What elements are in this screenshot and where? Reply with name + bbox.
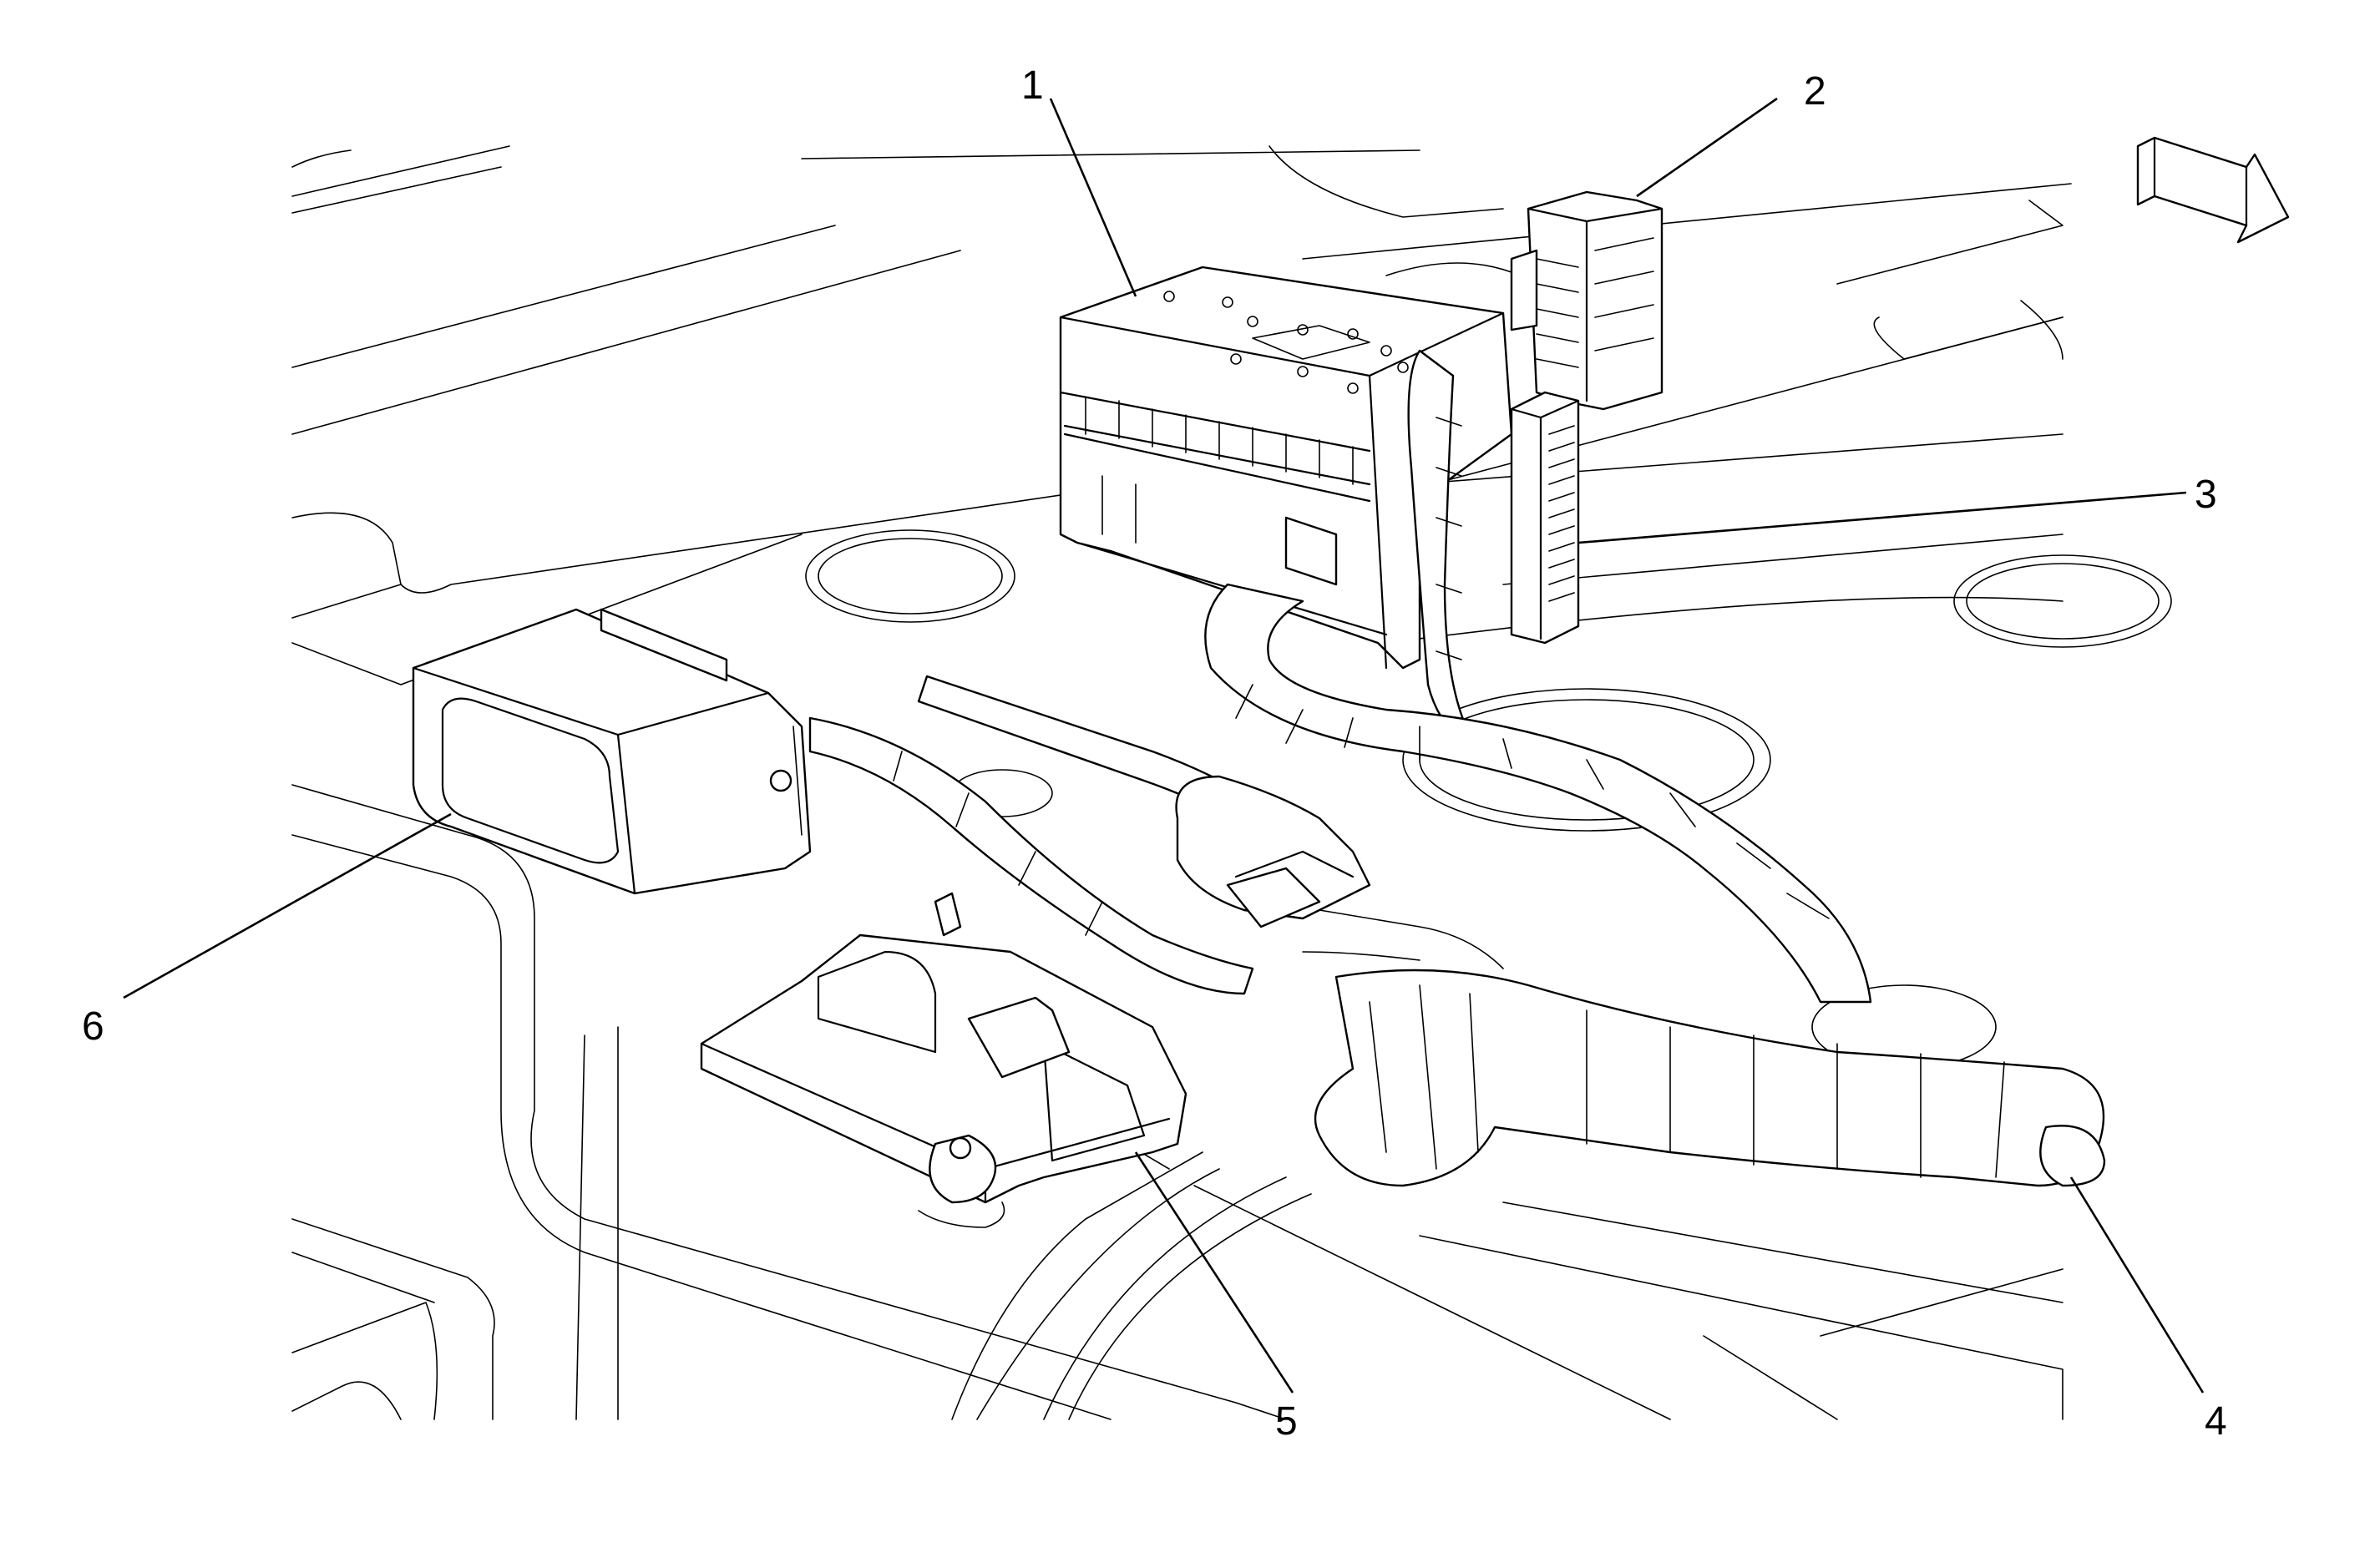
wiring-harness [808, 349, 2106, 1187]
callout-1: 1 [1021, 63, 1044, 108]
callout-2: 2 [1804, 69, 1826, 114]
leader-4 [2069, 1176, 2205, 1394]
fuse-block-slots [1085, 396, 1354, 544]
connector-lower [1510, 391, 1580, 645]
leader-2 [1636, 97, 1778, 198]
fuse-block-component [1059, 266, 1513, 670]
leader-1 [1049, 98, 1137, 297]
module-component [700, 892, 1187, 1228]
callout-6: 6 [82, 1004, 104, 1049]
callouts: 1 2 3 4 5 6 [82, 63, 2227, 1444]
leader-6 [123, 812, 452, 999]
leader-3 [1577, 491, 2187, 544]
large-connector [412, 608, 812, 895]
front-direction-arrow-icon [2136, 136, 2290, 244]
callout-3: 3 [2195, 473, 2217, 517]
callout-5: 5 [1275, 1399, 1298, 1444]
leader-lines [123, 97, 2205, 1394]
pigtail-connector [1175, 775, 1504, 969]
fuse-block-holes [1163, 291, 1425, 398]
leader-5 [1134, 1151, 1294, 1394]
connector-upper [1510, 190, 1663, 411]
callout-4: 4 [2205, 1399, 2227, 1444]
